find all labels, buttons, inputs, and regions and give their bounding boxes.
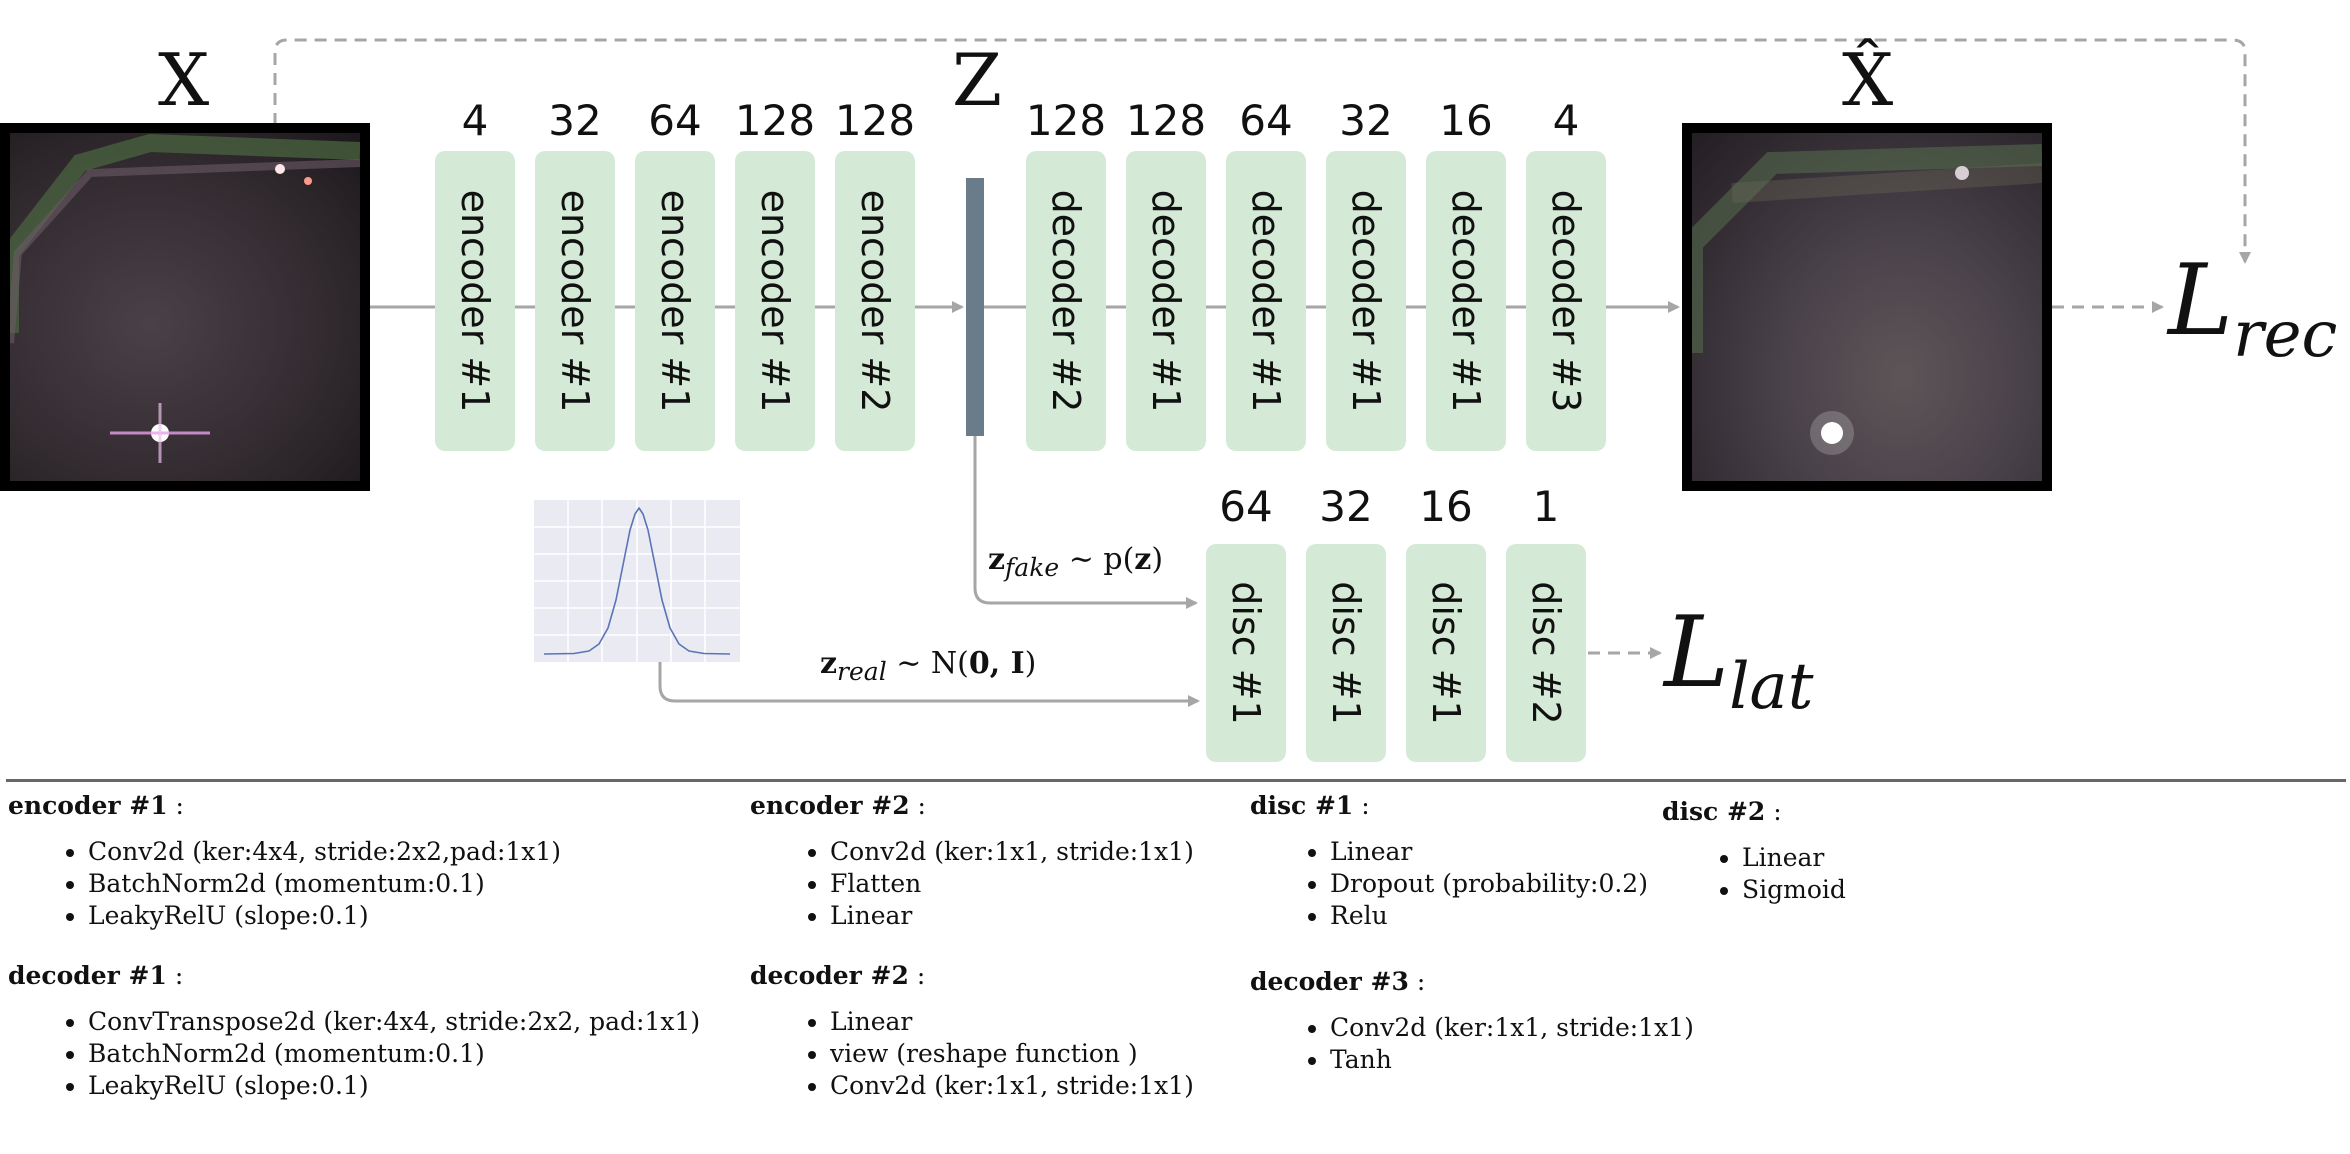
decoder-block: decoder #1 xyxy=(1326,151,1406,451)
legend-item: Linear xyxy=(1742,842,1846,874)
decoder-size-label: 64 xyxy=(1239,96,1293,145)
encoder-size-label: 128 xyxy=(834,96,916,145)
decoder-block: decoder #1 xyxy=(1426,151,1506,451)
legend-item: LeakyRelU (slope:0.1) xyxy=(88,1070,700,1102)
encoder-block-label: encoder #2 xyxy=(853,189,897,413)
encoder-size-label: 128 xyxy=(734,96,816,145)
legend-encoder2: encoder #2 : Conv2d (ker:1x1, stride:1x1… xyxy=(750,790,1194,932)
disc-size-label: 32 xyxy=(1319,482,1373,531)
disc-block: disc #1 xyxy=(1206,544,1286,762)
legend-item: BatchNorm2d (momentum:0.1) xyxy=(88,1038,700,1070)
decoder-size-label: 128 xyxy=(1125,96,1207,145)
legend-encoder1: encoder #1 : Conv2d (ker:4x4, stride:2x2… xyxy=(8,790,561,932)
decoder-block: decoder #1 xyxy=(1226,151,1306,451)
reconstruction-label: X̂ xyxy=(1842,38,1894,122)
encoder-block-label: encoder #1 xyxy=(553,189,597,413)
encoder-block-label: encoder #1 xyxy=(753,189,797,413)
disc-size-label: 1 xyxy=(1532,482,1560,531)
disc-block: disc #2 xyxy=(1506,544,1586,762)
encoder-block-label: encoder #1 xyxy=(453,189,497,413)
encoder-size-label: 4 xyxy=(461,96,489,145)
legend-decoder2: decoder #2 : Linear view (reshape functi… xyxy=(750,960,1194,1102)
legend-item: LeakyRelU (slope:0.1) xyxy=(88,900,561,932)
disc-size-label: 64 xyxy=(1219,482,1273,531)
decoder-block: decoder #2 xyxy=(1026,151,1106,451)
encoder-block: encoder #1 xyxy=(635,151,715,451)
legend-disc2: disc #2 : Linear Sigmoid xyxy=(1662,796,1846,906)
legend-decoder1: decoder #1 : ConvTranspose2d (ker:4x4, s… xyxy=(8,960,700,1102)
reconstructed-image xyxy=(1682,123,2052,491)
reconstruction-loss-label: Lrec xyxy=(2168,244,2338,372)
legend-item: Conv2d (ker:1x1, stride:1x1) xyxy=(830,1070,1194,1102)
legend-title: decoder #3 xyxy=(1250,967,1409,996)
decoder-size-label: 16 xyxy=(1439,96,1493,145)
decoder-block-label: decoder #1 xyxy=(1144,189,1188,413)
decoder-block-label: decoder #3 xyxy=(1544,189,1588,413)
disc-block: disc #1 xyxy=(1306,544,1386,762)
legend-disc1: disc #1 : Linear Dropout (probability:0.… xyxy=(1250,790,1648,932)
z-fake-label: zfake ∼ p(z) xyxy=(988,542,1164,582)
legend-item: BatchNorm2d (momentum:0.1) xyxy=(88,868,561,900)
decoder-block-label: decoder #1 xyxy=(1444,189,1488,413)
encoder-block-label: encoder #1 xyxy=(653,189,697,413)
legend-item: Conv2d (ker:1x1, stride:1x1) xyxy=(1330,1012,1694,1044)
disc-block-label: disc #1 xyxy=(1324,581,1368,725)
legend-decoder3: decoder #3 : Conv2d (ker:1x1, stride:1x1… xyxy=(1250,966,1694,1076)
legend-item: Conv2d (ker:4x4, stride:2x2,pad:1x1) xyxy=(88,836,561,868)
input-image xyxy=(0,123,370,491)
latent-loss-label: Llat xyxy=(1664,596,1814,724)
encoder-block: encoder #1 xyxy=(735,151,815,451)
disc-block-label: disc #1 xyxy=(1424,581,1468,725)
encoder-size-label: 32 xyxy=(548,96,602,145)
legend-item: Sigmoid xyxy=(1742,874,1846,906)
legend-item: Flatten xyxy=(830,868,1194,900)
decoder-size-label: 4 xyxy=(1552,96,1580,145)
encoder-block: encoder #2 xyxy=(835,151,915,451)
legend-item: Linear xyxy=(1330,836,1648,868)
legend-item: Tanh xyxy=(1330,1044,1694,1076)
latent-label: Z xyxy=(952,38,1003,122)
encoder-size-label: 64 xyxy=(648,96,702,145)
decoder-block-label: decoder #2 xyxy=(1044,189,1088,413)
legend-title: encoder #2 xyxy=(750,791,910,820)
decoder-block: decoder #3 xyxy=(1526,151,1606,451)
legend-item: Linear xyxy=(830,900,1194,932)
z-real-label: zreal ∼ N(0, I) xyxy=(820,646,1037,686)
disc-block: disc #1 xyxy=(1406,544,1486,762)
gaussian-prior-plot xyxy=(534,500,740,662)
legend-item: Conv2d (ker:1x1, stride:1x1) xyxy=(830,836,1194,868)
decoder-size-label: 32 xyxy=(1339,96,1393,145)
legend-item: view (reshape function ) xyxy=(830,1038,1194,1070)
legend-title: disc #1 xyxy=(1250,791,1354,820)
decoder-block-label: decoder #1 xyxy=(1244,189,1288,413)
legend-item: Dropout (probability:0.2) xyxy=(1330,868,1648,900)
latent-vector xyxy=(966,178,984,436)
legend-title: disc #2 xyxy=(1662,797,1766,826)
decoder-size-label: 128 xyxy=(1025,96,1107,145)
section-divider xyxy=(6,779,2346,782)
encoder-block: encoder #1 xyxy=(435,151,515,451)
disc-block-label: disc #2 xyxy=(1524,581,1568,725)
legend-title: decoder #1 xyxy=(8,961,167,990)
legend-item: ConvTranspose2d (ker:4x4, stride:2x2, pa… xyxy=(88,1006,700,1038)
legend-title: encoder #1 xyxy=(8,791,168,820)
disc-size-label: 16 xyxy=(1419,482,1473,531)
decoder-block: decoder #1 xyxy=(1126,151,1206,451)
decoder-block-label: decoder #1 xyxy=(1344,189,1388,413)
disc-block-label: disc #1 xyxy=(1224,581,1268,725)
legend-title: decoder #2 xyxy=(750,961,909,990)
legend-item: Linear xyxy=(830,1006,1194,1038)
encoder-block: encoder #1 xyxy=(535,151,615,451)
input-label: X xyxy=(158,38,210,122)
legend-item: Relu xyxy=(1330,900,1648,932)
